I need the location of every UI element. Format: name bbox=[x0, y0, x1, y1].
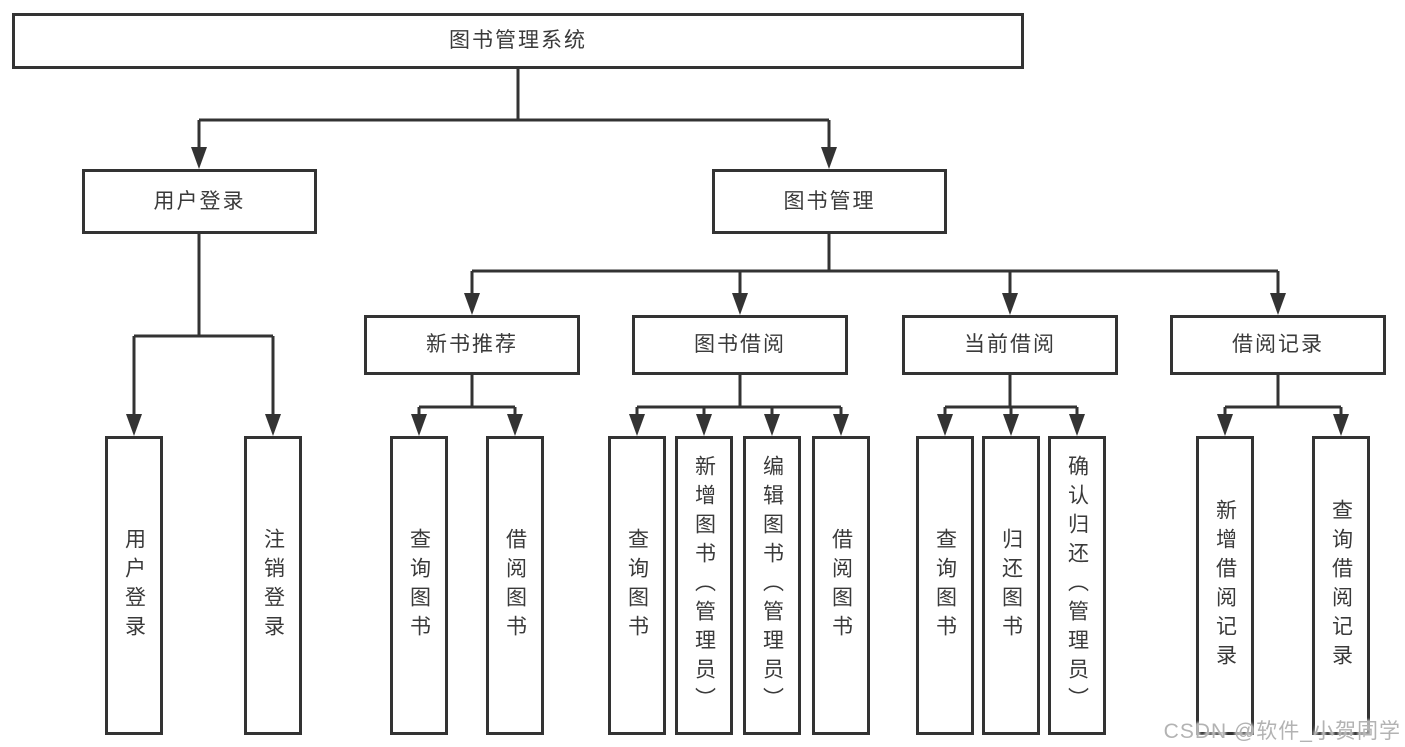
leaf-user-login: 用户登录 bbox=[105, 436, 163, 735]
arrow-down-icon bbox=[464, 293, 480, 315]
leaf-query-borrow-record: 查询借阅记录 bbox=[1312, 436, 1370, 735]
connector-root-to-level2 bbox=[197, 69, 831, 150]
leaf-add-book-admin: 新增图书（管理员） bbox=[675, 436, 733, 735]
arrow-down-icon bbox=[1002, 293, 1018, 315]
arrow-down-icon bbox=[1003, 414, 1019, 436]
arrow-down-icon bbox=[1333, 414, 1349, 436]
node-borrow-records: 借阅记录 bbox=[1170, 315, 1386, 375]
arrow-down-icon bbox=[1270, 293, 1286, 315]
leaf-recommend-borrow-book: 借阅图书 bbox=[486, 436, 544, 735]
arrow-down-icon bbox=[696, 414, 712, 436]
arrow-down-icon bbox=[507, 414, 523, 436]
connector-borrow-records-to-leaves bbox=[1223, 375, 1343, 417]
connector-current-borrow-to-leaves bbox=[943, 375, 1079, 417]
leaf-add-borrow-record: 新增借阅记录 bbox=[1196, 436, 1254, 735]
node-book-management: 图书管理 bbox=[712, 169, 947, 234]
leaf-edit-book-admin: 编辑图书（管理员） bbox=[743, 436, 801, 735]
arrow-down-icon bbox=[821, 147, 837, 169]
arrow-down-icon bbox=[629, 414, 645, 436]
leaf-return-book: 归还图书 bbox=[982, 436, 1040, 735]
arrow-down-icon bbox=[265, 414, 281, 436]
node-new-book-recommend: 新书推荐 bbox=[364, 315, 580, 375]
leaf-current-query-book: 查询图书 bbox=[916, 436, 974, 735]
arrow-down-icon bbox=[411, 414, 427, 436]
connector-new-book-recommend-to-leaves bbox=[417, 375, 517, 417]
arrow-down-icon bbox=[937, 414, 953, 436]
connector-user-login-to-leaves bbox=[132, 234, 275, 417]
arrowhead-icons bbox=[126, 147, 1349, 436]
arrow-down-icon bbox=[732, 293, 748, 315]
arrow-down-icon bbox=[833, 414, 849, 436]
node-root-library-system: 图书管理系统 bbox=[12, 13, 1024, 69]
leaf-confirm-return-admin: 确认归还（管理员） bbox=[1048, 436, 1106, 735]
leaf-logout: 注销登录 bbox=[244, 436, 302, 735]
node-user-login: 用户登录 bbox=[82, 169, 317, 234]
arrow-down-icon bbox=[1069, 414, 1085, 436]
arrow-down-icon bbox=[191, 147, 207, 169]
node-current-borrow: 当前借阅 bbox=[902, 315, 1118, 375]
node-book-borrow: 图书借阅 bbox=[632, 315, 848, 375]
arrow-down-icon bbox=[764, 414, 780, 436]
leaf-borrow-book: 借阅图书 bbox=[812, 436, 870, 735]
arrow-down-icon bbox=[126, 414, 142, 436]
connector-lines bbox=[132, 69, 1343, 417]
arrow-down-icon bbox=[1217, 414, 1233, 436]
csdn-watermark: CSDN @软件_小贺同学 bbox=[1163, 720, 1401, 743]
leaf-recommend-query-book: 查询图书 bbox=[390, 436, 448, 735]
leaf-borrow-query-book: 查询图书 bbox=[608, 436, 666, 735]
connector-book-management-to-level3 bbox=[470, 234, 1280, 296]
connector-book-borrow-to-leaves bbox=[635, 375, 843, 417]
